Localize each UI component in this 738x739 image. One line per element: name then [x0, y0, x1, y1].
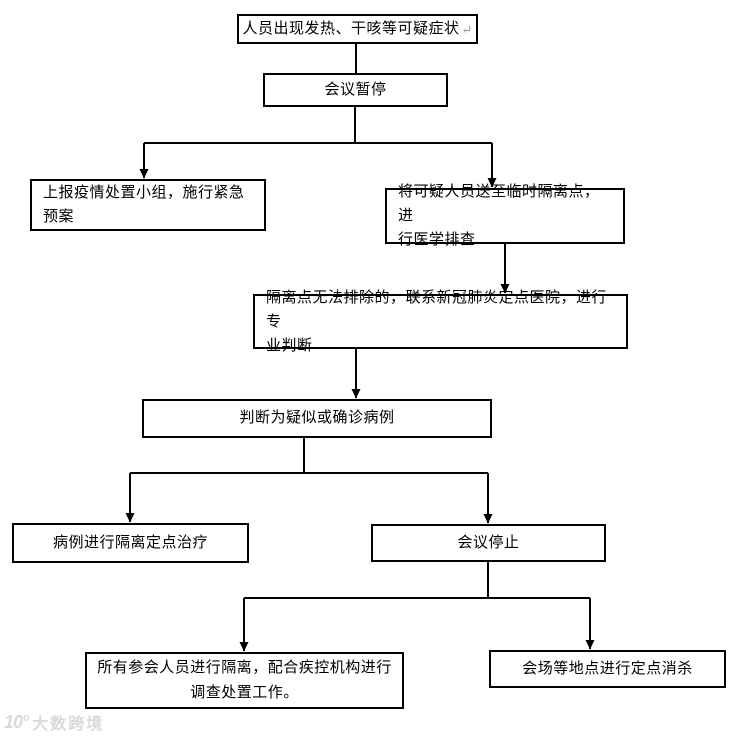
- flow-node-symptom-label: 人员出现发热、干咳等可疑症状: [242, 20, 460, 37]
- flow-node-report: 上报疫情处置小组，施行紧急 预案: [30, 179, 266, 231]
- watermark-logo-icon: 10°: [4, 711, 29, 732]
- flow-node-disinfect: 会场等地点进行定点消杀: [489, 650, 726, 688]
- watermark: 10° 大数跨境: [4, 710, 104, 734]
- flow-node-symptom: 人员出现发热、干咳等可疑症状 ↵: [237, 14, 478, 44]
- flow-node-diagnose: 判断为疑似或确诊病例: [142, 399, 492, 438]
- flow-node-stop: 会议停止: [371, 524, 606, 562]
- connector-stop-branch: [239, 561, 595, 652]
- flow-node-isolate: 将可疑人员送至临时隔离点，进 行医学排查: [385, 184, 625, 248]
- flow-node-hospital: 隔离点无法排除的，联系新冠肺炎定点医院，进行专 业判断: [253, 290, 628, 354]
- flow-node-pause: 会议暂停: [263, 73, 448, 107]
- flow-node-quarantine: 所有参会人员进行隔离，配合疾控机构进行 调查处置工作。: [85, 652, 404, 709]
- connector-pause-branch: [139, 106, 497, 188]
- flow-node-treatment: 病例进行隔离定点治疗: [12, 523, 249, 563]
- watermark-text: 大数跨境: [32, 716, 105, 733]
- return-mark-icon: ↵: [461, 21, 473, 37]
- connector-diagnose-branch: [125, 437, 493, 524]
